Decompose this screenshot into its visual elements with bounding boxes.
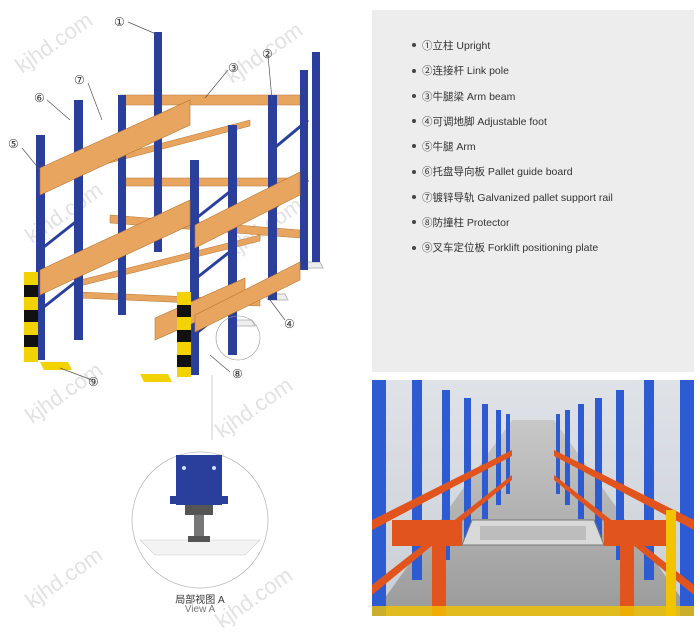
callout-4: ④ [284,317,295,331]
callout-9: ⑨ [88,375,99,389]
legend-list: ①立柱 Upright ②连接杆 Link pole ③牛腿梁 Arm beam… [412,34,613,262]
legend-item: ⑧防撞柱 Protector [412,211,613,236]
floor-plate [140,374,172,382]
zoom-marker [215,315,261,361]
bullet-icon [412,169,416,174]
callout-5: ⑤ [8,137,19,151]
bullet-icon [412,93,416,98]
rear-uprights [118,32,320,315]
callouts: ① ② ③ ④ ⑤ ⑥ ⑦ ⑧ ⑨ [8,15,295,389]
legend-item: ⑤牛腿 Arm [412,135,613,160]
leader-lines [21,21,286,381]
legend-item: ①立柱 Upright [412,34,613,59]
bullet-icon [412,43,416,48]
bullet-icon [412,68,416,73]
legend-item: ④可调地脚 Adjustable foot [412,110,613,135]
view-a-label-en: View A [184,604,216,615]
legend-item: ⑥托盘导向板 Pallet guide board [412,160,613,185]
rack-diagram: ① ② ③ ④ ⑤ ⑥ ⑦ ⑧ ⑨ [8,15,324,589]
callout-8: ⑧ [232,367,243,381]
bullet-icon [412,245,416,250]
protector-left [24,272,38,362]
legend-panel: ①立柱 Upright ②连接杆 Link pole ③牛腿梁 Arm beam… [372,10,694,372]
bullet-icon [412,119,416,124]
floor-plate [40,362,72,370]
legend-item: ②连接杆 Link pole [412,59,613,84]
detail-view-a [131,451,269,589]
callout-1: ① [114,15,125,29]
bullet-icon [412,220,416,225]
legend-item: ⑦镀锌导轨 Galvanized pallet support rail [412,186,613,211]
bullet-icon [412,144,416,149]
callout-7: ⑦ [74,73,85,87]
front-arms [39,99,301,341]
legend-item: ③牛腿梁 Arm beam [412,85,613,110]
callout-3: ③ [228,61,239,75]
view-a-label-cn: 局部视图 A [175,595,225,606]
callout-6: ⑥ [34,91,45,105]
callout-2: ② [262,47,273,61]
legend-item: ⑨叉车定位板 Forklift positioning plate [412,236,613,261]
bullet-icon [412,195,416,199]
protector-right [177,292,191,377]
warehouse-photo [372,380,694,616]
